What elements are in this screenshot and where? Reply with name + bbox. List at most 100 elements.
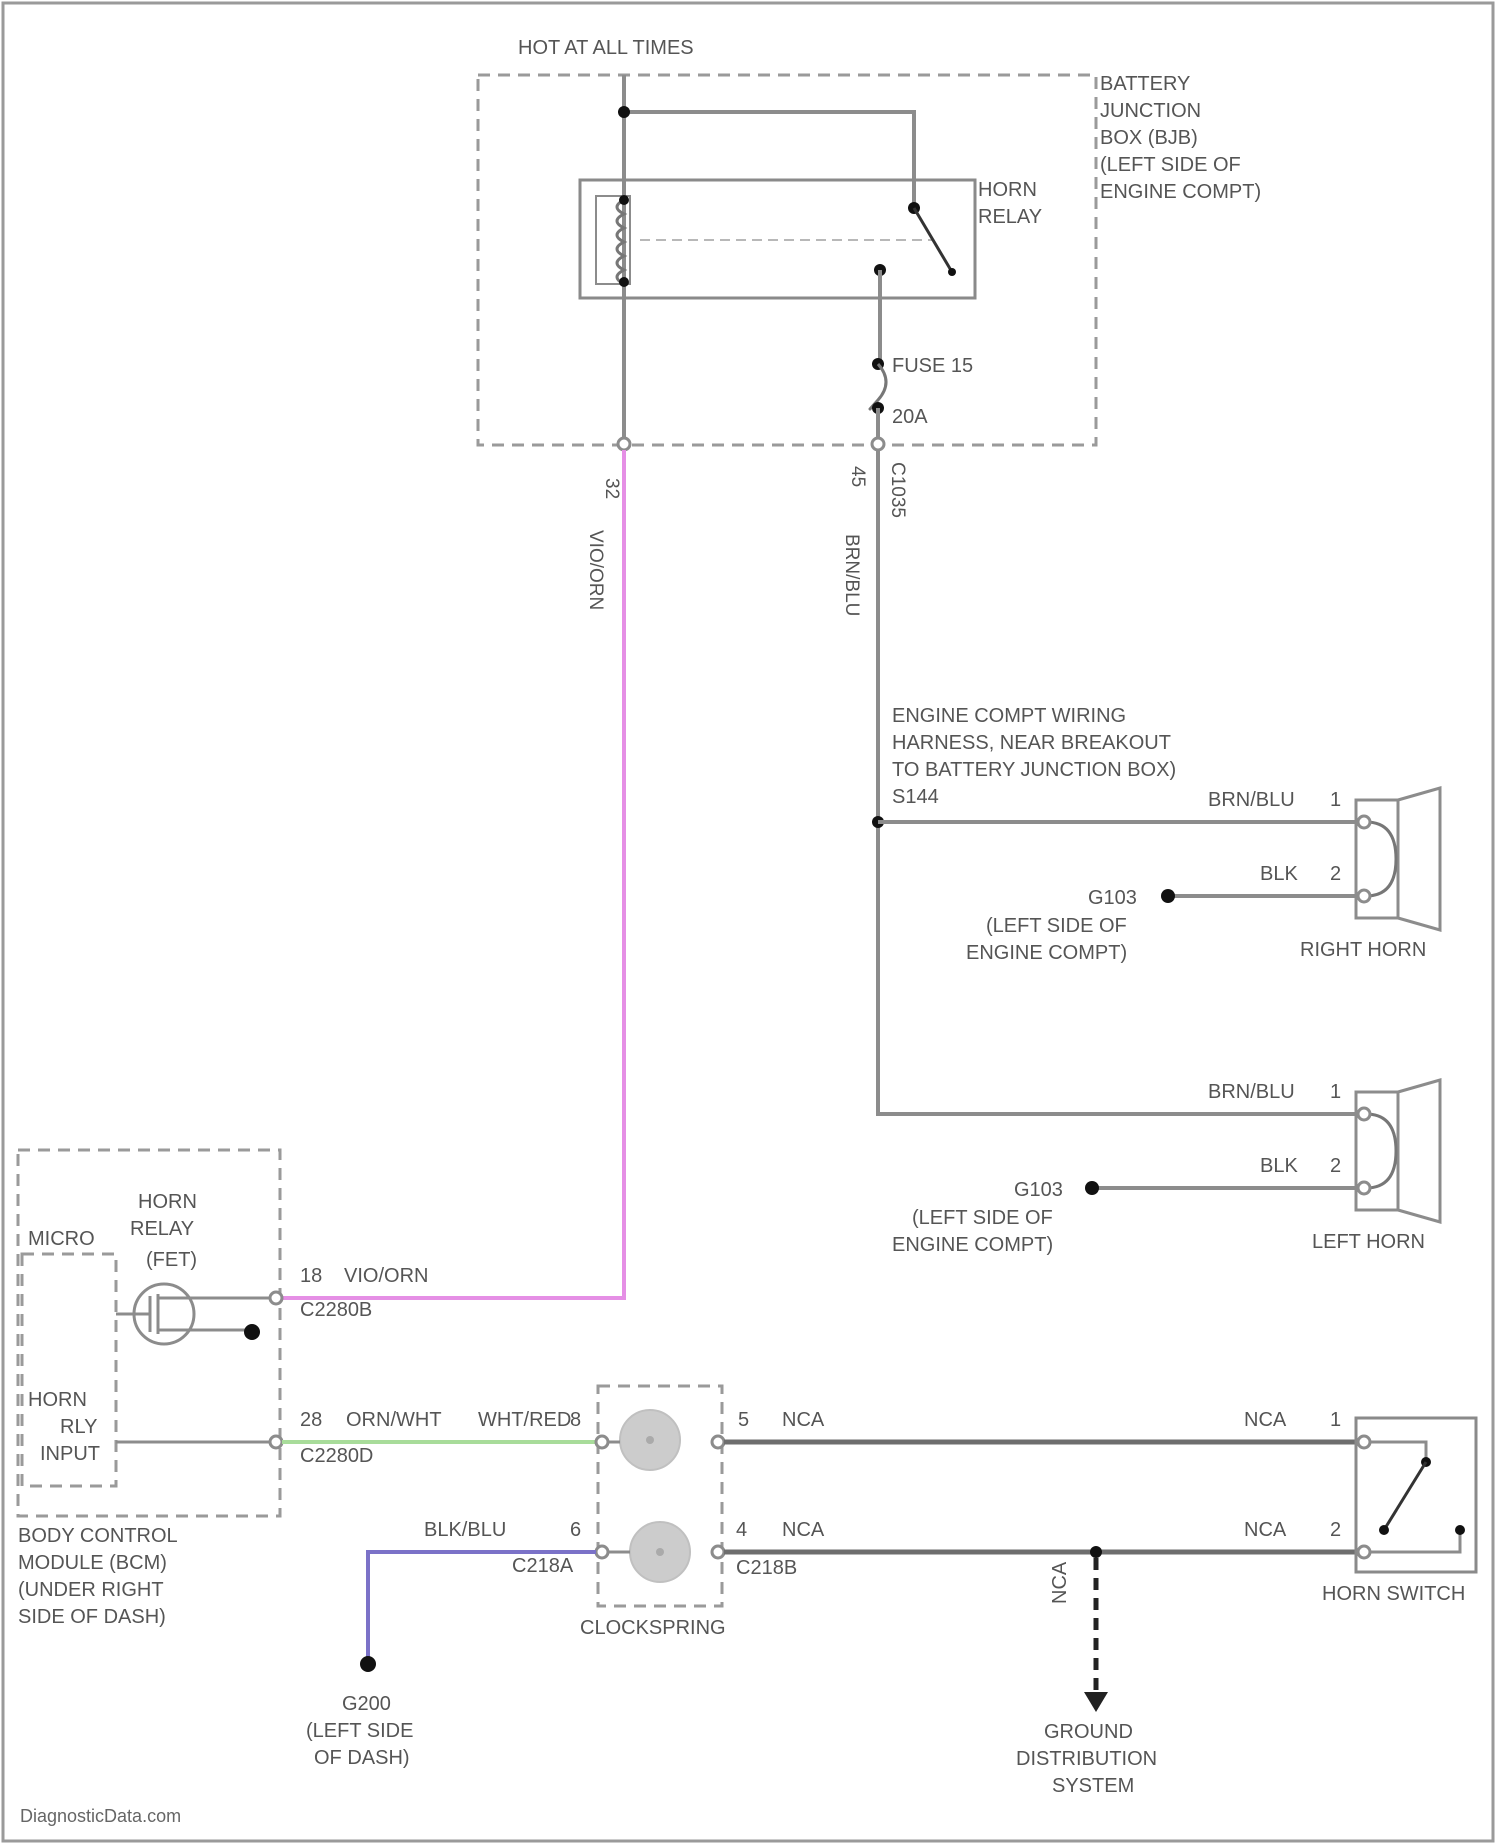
clockspring-upper-ring: [620, 1410, 680, 1470]
cs-pin-5-label: 5: [738, 1409, 749, 1431]
bjb-pin-32-label: 32: [601, 478, 622, 499]
rh-pin2-label: 2: [1330, 863, 1341, 885]
watermark: DiagnosticData.com: [20, 1806, 181, 1826]
g200-loc-line1: (LEFT SIDE: [306, 1720, 413, 1742]
rh-ground-loc1: (LEFT SIDE OF: [986, 915, 1127, 937]
brn-blu-trunk-wire: [878, 450, 1360, 1114]
bcm-relay-label-line1: HORN: [138, 1191, 197, 1213]
bjb-pin-45-terminal: [872, 438, 884, 450]
bcm-pin-18-label: 18: [300, 1265, 322, 1287]
rh-ground-dot: [1161, 889, 1175, 903]
bcm-name-line3: (UNDER RIGHT: [18, 1579, 164, 1601]
cs-pin-6-label: 6: [570, 1519, 581, 1541]
lh-pin2-label: 2: [1330, 1155, 1341, 1177]
bplus-to-relay-switch-wire: [624, 112, 914, 208]
lh-wire2-label: BLK: [1260, 1155, 1298, 1177]
splice-label-line1: ENGINE COMPT WIRING: [892, 705, 1126, 727]
rh-ground-loc2: ENGINE COMPT): [966, 942, 1127, 964]
nca-upper-right-label: NCA: [1244, 1409, 1287, 1431]
cs-pin-4-terminal: [712, 1546, 724, 1558]
ground-distribution-arrow: [1084, 1692, 1108, 1712]
nca-vertical-label: NCA: [1049, 1561, 1071, 1604]
left-horn-icon: [1356, 1080, 1440, 1222]
cs-conn-right-label: C218B: [736, 1557, 797, 1579]
cs-pin-8-label: 8: [570, 1409, 581, 1431]
lh-ground-loc2: ENGINE COMPT): [892, 1234, 1053, 1256]
bcm-input-label-line3: INPUT: [40, 1443, 100, 1465]
fuse-15: [870, 358, 886, 414]
lh-wire1-label: BRN/BLU: [1208, 1081, 1295, 1103]
lh-ground-loc1: (LEFT SIDE OF: [912, 1207, 1053, 1229]
nca-lower-right-label: NCA: [1244, 1519, 1287, 1541]
bjb-label-line5: ENGINE COMPT): [1100, 181, 1261, 203]
bcm-relay-label-line3: (FET): [146, 1249, 197, 1271]
blk-blu-label: BLK/BLU: [424, 1519, 506, 1541]
bcm-input-label-line1: HORN: [28, 1389, 87, 1411]
rh-wire1-label: BRN/BLU: [1208, 789, 1295, 811]
bcm-name-line4: SIDE OF DASH): [18, 1606, 166, 1628]
bcm-name-line2: MODULE (BCM): [18, 1552, 167, 1574]
bjb-label-line3: BOX (BJB): [1100, 127, 1198, 149]
bjb-pin-32-terminal: [618, 438, 630, 450]
bjb-pin-45-label: 45: [847, 466, 868, 487]
right-horn-icon: [1356, 788, 1440, 930]
bjb-label-line4: (LEFT SIDE OF: [1100, 154, 1241, 176]
bcm-pin-28-terminal: [270, 1436, 282, 1448]
bjb-label-line1: BATTERY: [1100, 73, 1190, 95]
vio-orn-vertical-label: VIO/ORN: [585, 530, 606, 610]
vio-orn-wire: [278, 450, 624, 1298]
lh-pin1-label: 1: [1330, 1081, 1341, 1103]
bcm-connector-top-label: C2280B: [300, 1299, 372, 1321]
cs-pin-4-label: 4: [736, 1519, 747, 1541]
bcm-pin-18-terminal: [270, 1292, 282, 1304]
ground-splice-dot: [1090, 1546, 1102, 1558]
left-horn-label: LEFT HORN: [1312, 1231, 1425, 1253]
gds-line2: DISTRIBUTION: [1016, 1748, 1157, 1770]
lh-ground-dot: [1085, 1181, 1099, 1195]
rh-wire2-label: BLK: [1260, 863, 1298, 885]
cs-pin-5-terminal: [712, 1436, 724, 1448]
fuse-rating-label: 20A: [892, 406, 928, 428]
lh-ground-label: G103: [1014, 1179, 1063, 1201]
splice-id-label: S144: [892, 786, 939, 808]
splice-label-line2: HARNESS, NEAR BREAKOUT: [892, 732, 1171, 754]
rh-ground-label: G103: [1088, 887, 1137, 909]
gds-line3: SYSTEM: [1052, 1775, 1134, 1797]
hs-pin1-label: 1: [1330, 1409, 1341, 1431]
bcm-pin-28-label: 28: [300, 1409, 322, 1431]
bcm-wht-red-label: WHT/RED: [478, 1409, 571, 1431]
bcm-input-label-line2: RLY: [60, 1416, 97, 1438]
g200-ground-dot: [360, 1656, 376, 1672]
bcm-name-line1: BODY CONTROL: [18, 1525, 178, 1547]
cs-conn-left-label: C218A: [512, 1555, 574, 1577]
hot-at-all-times-label: HOT AT ALL TIMES: [518, 37, 694, 59]
nca-lower-left-label: NCA: [782, 1519, 825, 1541]
battery-junction-box: [478, 75, 1096, 445]
horn-switch-contact: [1358, 1436, 1465, 1558]
hs-pin2-label: 2: [1330, 1519, 1341, 1541]
splice-label-line3: TO BATTERY JUNCTION BOX): [892, 759, 1176, 781]
bcm-vio-orn-label: VIO/ORN: [344, 1265, 428, 1287]
bjb-connector-label: C1035: [887, 462, 908, 518]
horn-switch-label: HORN SWITCH: [1322, 1583, 1465, 1605]
g200-loc-line2: OF DASH): [314, 1747, 410, 1769]
gds-line1: GROUND: [1044, 1721, 1133, 1743]
bcm-connector-bottom-label: C2280D: [300, 1445, 373, 1467]
bcm-relay-label-line2: RELAY: [130, 1218, 194, 1240]
bcm-micro-label: MICRO: [28, 1228, 95, 1250]
bjb-label-line2: JUNCTION: [1100, 100, 1201, 122]
cs-pin-6-terminal: [596, 1546, 608, 1558]
nca-upper-left-label: NCA: [782, 1409, 825, 1431]
horn-relay-label-line2: RELAY: [978, 206, 1042, 228]
horn-relay-label-line1: HORN: [978, 179, 1037, 201]
brn-blu-vertical-label: BRN/BLU: [841, 534, 862, 616]
rh-pin1-label: 1: [1330, 789, 1341, 811]
bcm-org-wht-label: ORN/WHT: [346, 1409, 442, 1431]
clockspring-lower-ring: [630, 1522, 690, 1582]
fuse-name-label: FUSE 15: [892, 355, 973, 377]
clockspring-label: CLOCKSPRING: [580, 1617, 726, 1639]
g200-id-label: G200: [342, 1693, 391, 1715]
bplus-junction-dot: [618, 106, 630, 118]
cs-pin-8-terminal: [596, 1436, 608, 1448]
